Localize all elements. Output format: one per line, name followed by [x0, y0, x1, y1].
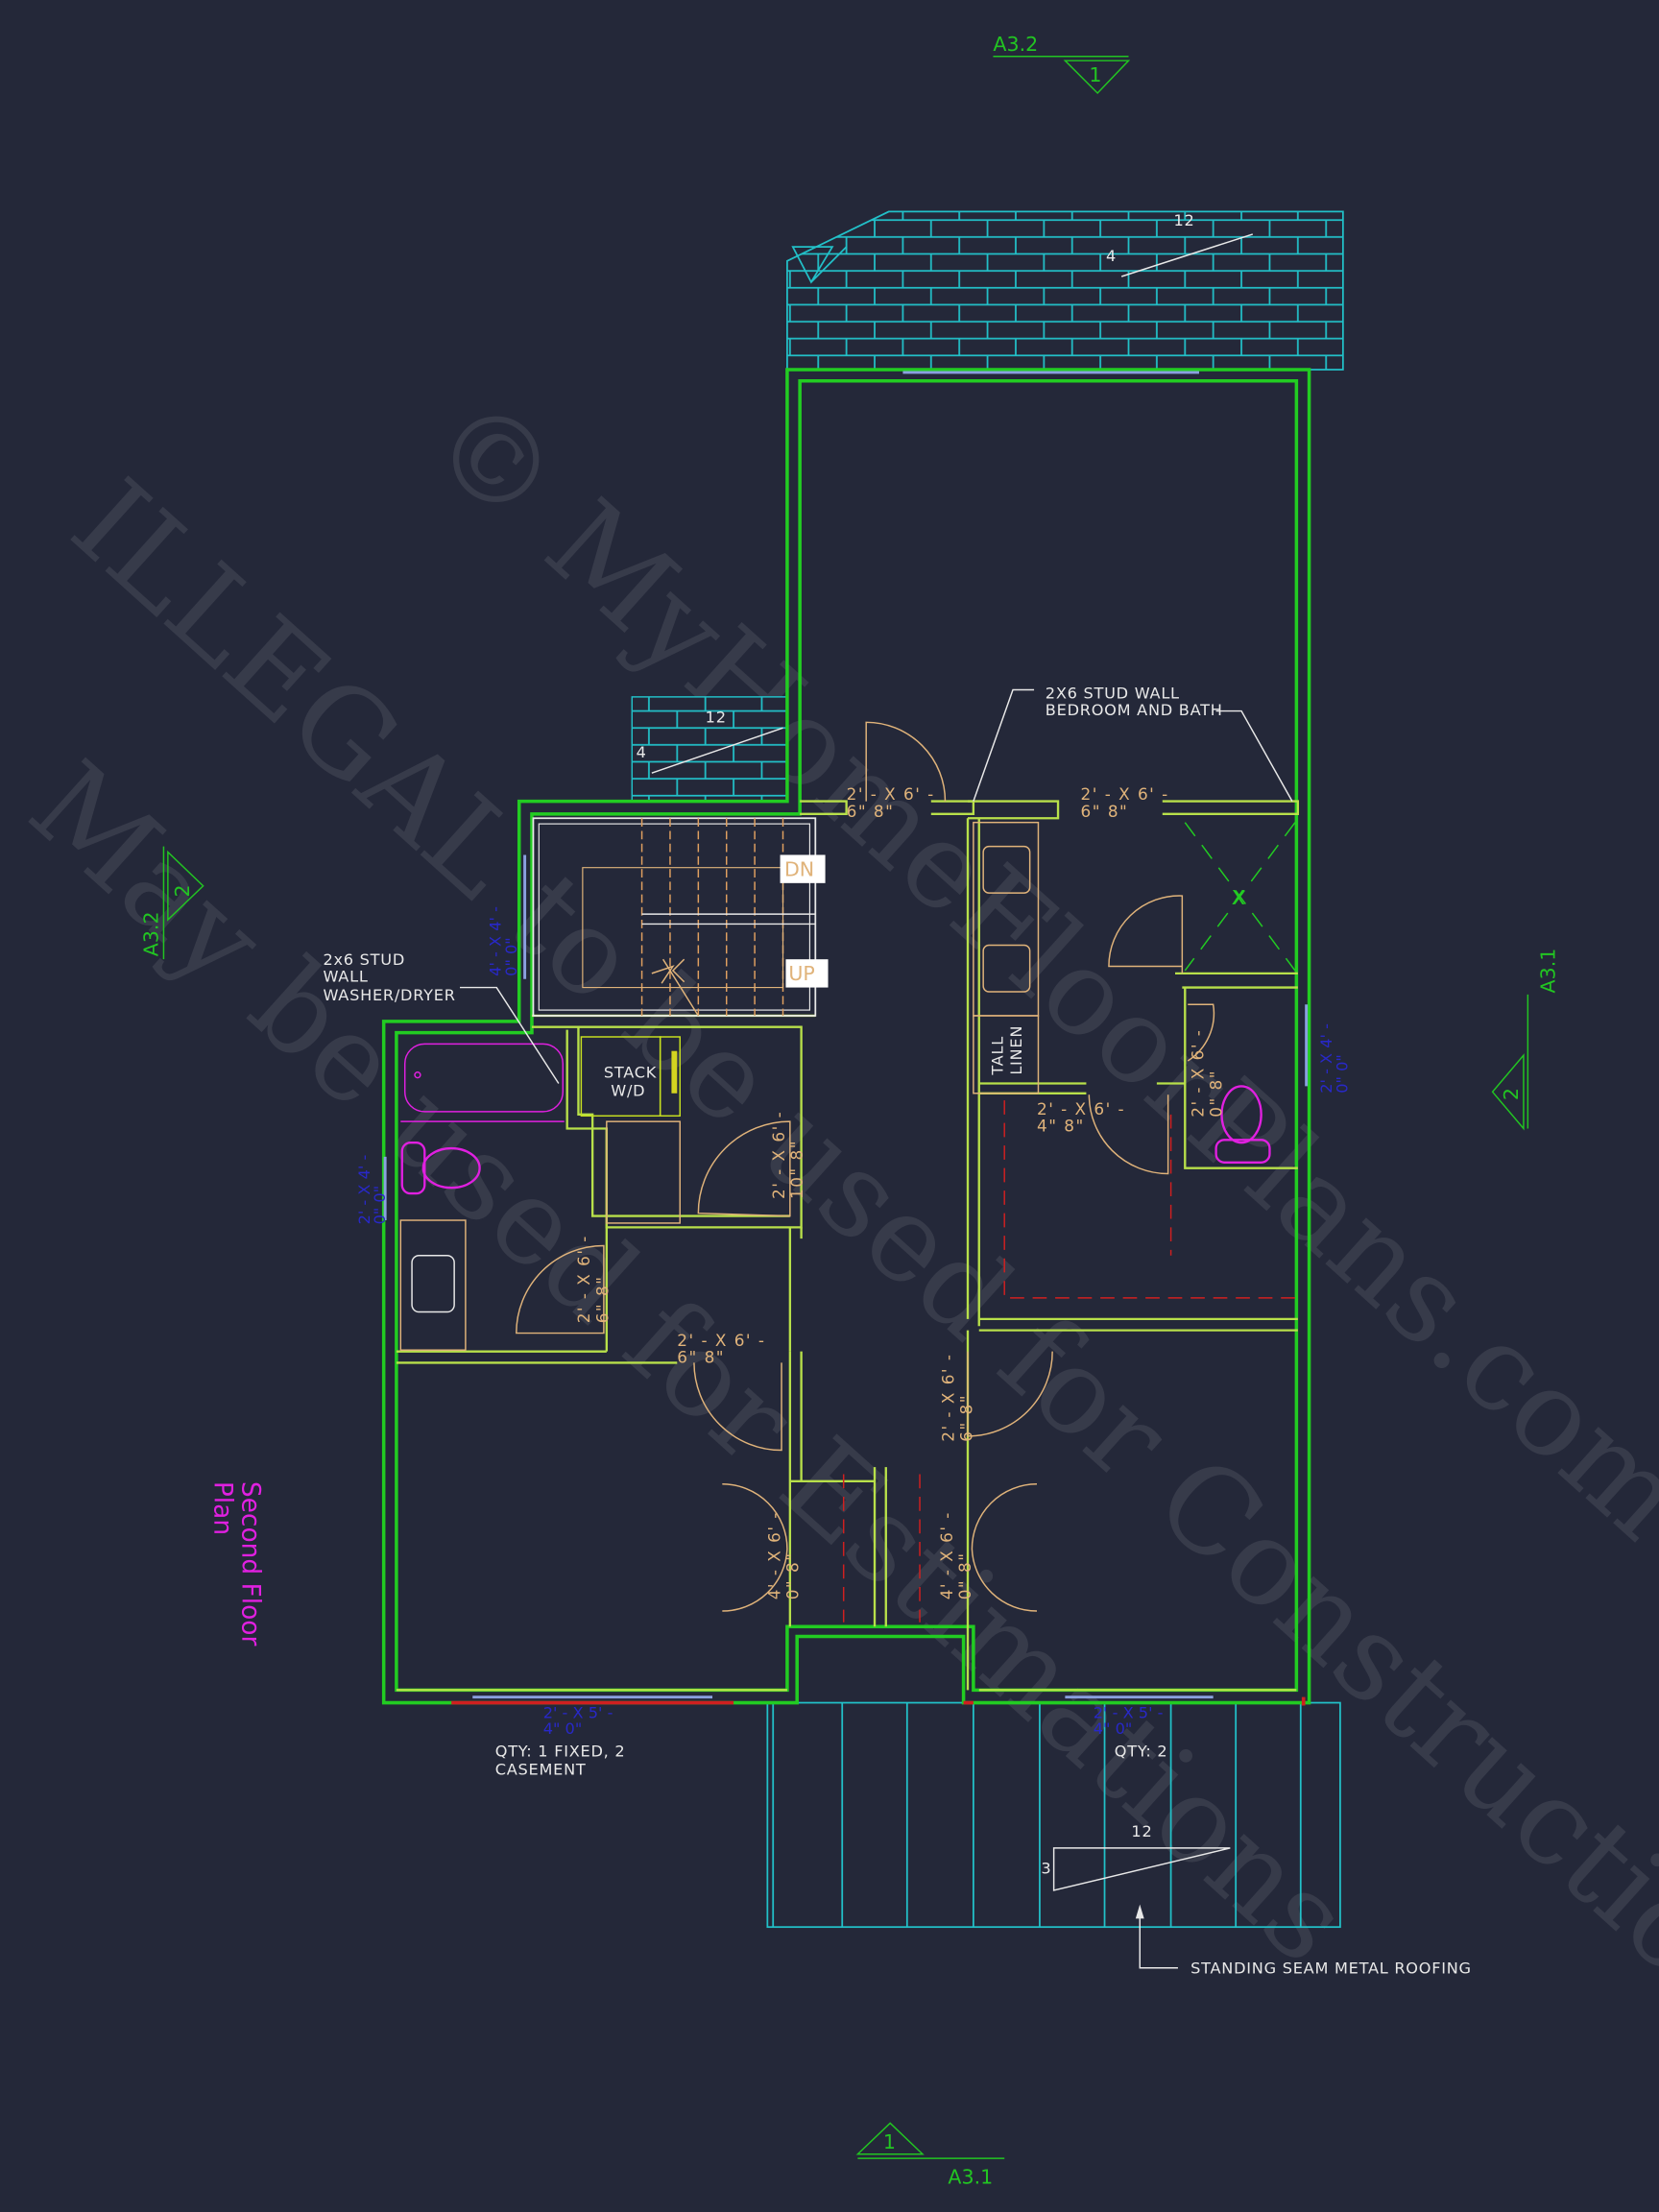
- stud-wall-note: 2x6 STUD: [323, 950, 405, 969]
- callouts: 2x6 STUD WALL WASHER/DRYER 2X6 STUD WALL…: [323, 684, 1293, 1084]
- section-sheet: A3.2: [140, 911, 163, 956]
- lower-metal-roof: 12 3 STANDING SEAM METAL ROOFING: [766, 1701, 1472, 1978]
- stud-wall-note: WASHER/DRYER: [323, 986, 455, 1004]
- door-dimension: 6" 8": [956, 1394, 975, 1442]
- door-dimension: 6" 8": [677, 1347, 725, 1366]
- upper-roof-pitch-run: 12: [1174, 211, 1195, 229]
- door-dimension: 6" 8": [847, 802, 895, 821]
- door-dimension: 4" 8": [1037, 1116, 1085, 1135]
- windows: 4' - X 4' - 0" 0" 2' - X 4' - 0" 0" 2' -…: [355, 371, 1351, 1778]
- window-dimension: 4" 0": [543, 1719, 583, 1738]
- window-qty-note: QTY: 2: [1115, 1742, 1168, 1760]
- door-dimension: 2' - X 6' -: [1081, 784, 1169, 804]
- svg-text:X: X: [1232, 886, 1245, 909]
- section-marker-left: A3.2 2: [140, 846, 204, 960]
- window-dimension: 2' - X 5' -: [1094, 1704, 1164, 1722]
- stair-up-label: UP: [788, 962, 814, 985]
- window-dimension: 0" 0": [1333, 1054, 1351, 1094]
- sink-icon: [982, 845, 1031, 894]
- vanity-icon: [399, 1219, 467, 1351]
- door-dimension: 2' - X 6' -: [677, 1331, 765, 1350]
- metal-roofing-note: STANDING SEAM METAL ROOFING: [1190, 1960, 1472, 1978]
- stair-dn-label: DN: [784, 857, 814, 880]
- stair-up-label-box: [785, 959, 829, 988]
- bathtub-icon: [403, 1043, 565, 1113]
- toilet-icon: [1214, 1085, 1271, 1164]
- window-qty-note: CASEMENT: [495, 1760, 587, 1778]
- fixtures: TALL LINEN X STACK W/D: [399, 821, 1296, 1623]
- stud-wall-note: WALL: [323, 968, 368, 986]
- sink-icon: [411, 1255, 455, 1313]
- door-dimension: 0" 8": [1206, 1070, 1225, 1118]
- door-dimension: 0" 8": [783, 1552, 803, 1600]
- window-dimension: 0" 0": [502, 937, 520, 976]
- stud-wall-note: 2X6 STUD WALL: [1046, 684, 1180, 702]
- shower-icon: X: [1184, 822, 1296, 972]
- stair-dn-label-box: [780, 854, 826, 883]
- upper-roof-pitch-rise: 4: [1106, 247, 1117, 265]
- window-dimension: 2' - X 4' -: [355, 1155, 373, 1225]
- window-dimension: 2' - X 5' -: [543, 1704, 613, 1722]
- door-dimension: 4' - X 6' -: [765, 1511, 784, 1599]
- door-dimensions: 2' - X 6' - 6" 8" 2' - X 6' - 6" 8" 2' -…: [574, 784, 1225, 1599]
- section-number: 1: [1089, 63, 1101, 86]
- window-dimension: 0" 0": [371, 1186, 389, 1225]
- door-dimension: 2' - X 6' -: [847, 784, 935, 804]
- door-dimension: 10" 8": [787, 1140, 806, 1199]
- drawing-title: Second Floor Plan: [207, 1481, 265, 1647]
- staircase: DN UP: [532, 817, 829, 1017]
- tall-linen-label: TALL: [989, 1036, 1007, 1076]
- section-sheet: A3.2: [993, 33, 1038, 56]
- door-dimension: 2' - X 6' -: [769, 1111, 788, 1199]
- stud-wall-note: BEDROOM AND BATH: [1046, 701, 1223, 719]
- door-dimension: 2' - X 6' -: [1188, 1029, 1207, 1118]
- window-dimension: 4' - X 4' -: [487, 906, 505, 976]
- door-dimension: 6" 8": [592, 1276, 612, 1324]
- door-dimension: 0" 8": [955, 1552, 974, 1600]
- upper-roof: 12 4: [786, 210, 1344, 371]
- door-dimension: 6" 8": [1081, 802, 1129, 821]
- stack-wd-label: STACK: [604, 1064, 657, 1082]
- linen-closet: [973, 1015, 1040, 1094]
- section-number: 1: [883, 2130, 896, 2153]
- sink-icon: [982, 944, 1031, 993]
- section-marker-top: A3.2 1: [993, 33, 1131, 95]
- door-dimension: 4' - X 6' -: [937, 1511, 956, 1599]
- tall-linen-label: LINEN: [1007, 1025, 1025, 1075]
- window-dimension: 4" 0": [1094, 1719, 1133, 1738]
- door-dimension: 2' - X 6' -: [574, 1235, 593, 1323]
- section-sheet: A3.1: [948, 2166, 993, 2189]
- section-number: 2: [171, 884, 194, 897]
- section-marker-right: A3.1 2: [1491, 949, 1559, 1131]
- lower-roof-pitch-run: 12: [1131, 1822, 1152, 1840]
- stair-roof: 12 4: [631, 696, 788, 803]
- doors: [516, 721, 1215, 1612]
- lower-roof-pitch-rise: 3: [1041, 1859, 1051, 1877]
- stair-roof-pitch-run: 12: [706, 708, 727, 726]
- toilet-icon: [400, 1142, 481, 1195]
- window-qty-note: QTY: 1 FIXED, 2: [495, 1742, 626, 1760]
- title-line-2: Plan: [207, 1481, 237, 1535]
- section-sheet: A3.1: [1536, 949, 1559, 994]
- door-dimension: 2' - X 6' -: [1037, 1099, 1125, 1118]
- stair-roof-pitch-rise: 4: [637, 743, 647, 761]
- window-dimension: 2' - X 4' -: [1317, 1023, 1335, 1094]
- title-line-1: Second Floor: [236, 1481, 266, 1647]
- section-number: 2: [1500, 1088, 1523, 1100]
- stack-wd-label: W/D: [611, 1082, 645, 1100]
- section-marker-bottom: 1 A3.1: [855, 2122, 1005, 2189]
- door-dimension: 2' - X 6' -: [938, 1354, 957, 1442]
